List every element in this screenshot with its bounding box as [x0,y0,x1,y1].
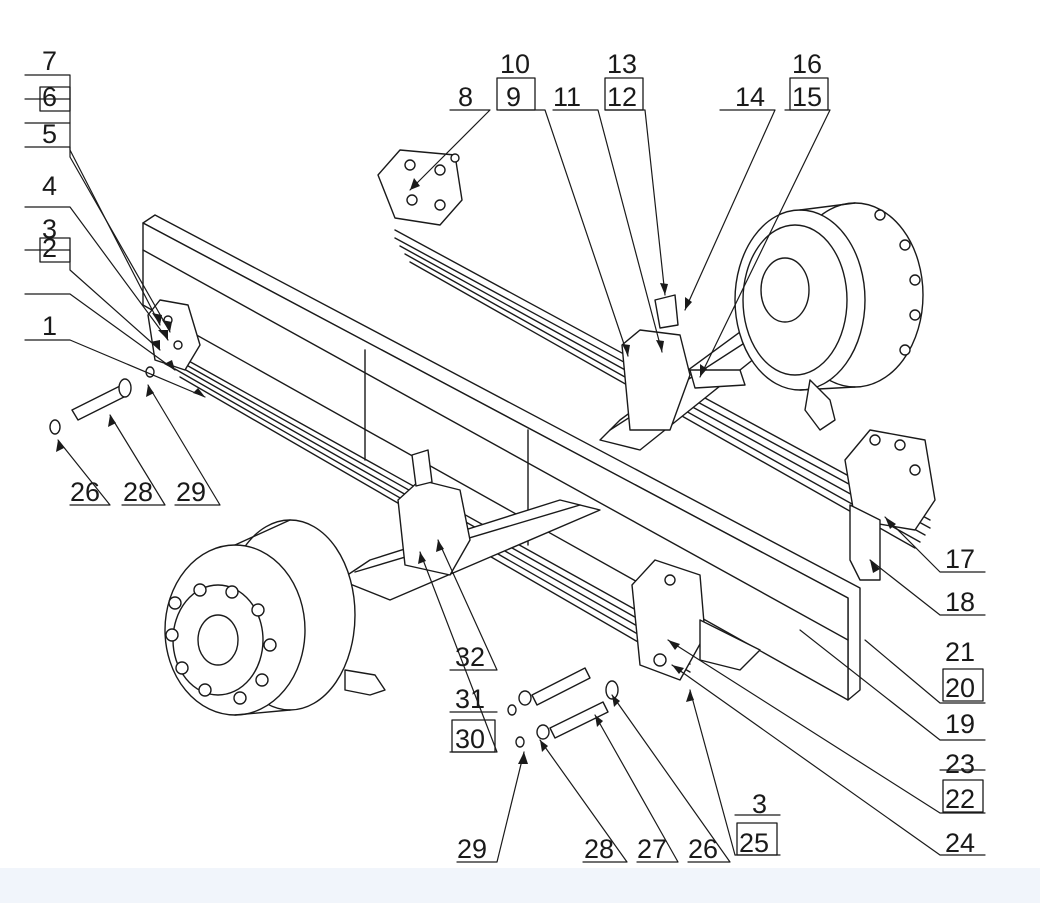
label-22: 22 [945,784,975,814]
label-15: 15 [792,82,822,112]
label-boxes [39,77,984,856]
callout-labels: 7 6 5 4 3 2 1 8 10 9 11 13 12 14 16 15 1… [42,46,975,864]
label-6: 6 [42,82,57,112]
rear-right-hanger [844,429,936,581]
label-7: 7 [42,46,57,76]
label-30: 30 [455,724,485,754]
label-29-left: 29 [176,477,206,507]
label-17: 17 [945,544,975,574]
label-31: 31 [455,684,485,714]
label-3-bottom: 3 [752,789,767,819]
label-12: 12 [607,82,637,112]
label-2: 2 [42,233,57,263]
label-18: 18 [945,587,975,617]
arrowheads [56,178,896,764]
label-28-left: 28 [123,477,153,507]
label-21: 21 [945,637,975,667]
label-20: 20 [945,673,975,703]
loose-fasteners-right [507,667,619,748]
rear-equalizer [621,294,746,431]
label-11: 11 [553,82,581,112]
label-25: 25 [739,828,769,858]
label-19: 19 [945,709,975,739]
label-32: 32 [455,642,485,672]
front-brake-drum [164,519,386,716]
label-5: 5 [42,119,57,149]
rear-brake-drum [734,202,924,431]
front-right-hanger [631,559,761,681]
rear-hanger-bracket [377,149,463,226]
label-13: 13 [607,49,637,79]
label-4: 4 [42,171,57,201]
label-3: 3 [42,214,57,244]
axle-assembly-drawing: 7 6 5 4 3 2 1 8 10 9 11 13 12 14 16 15 1… [24,46,986,864]
front-equalizer [397,449,471,576]
label-10: 10 [500,49,530,79]
label-26-left: 26 [70,477,100,507]
front-axle-beam [339,499,601,601]
label-23: 23 [945,749,975,779]
bottom-strip [0,868,1040,903]
label-27: 27 [637,834,667,864]
label-14: 14 [735,82,765,112]
label-24: 24 [945,828,975,858]
label-8: 8 [458,82,473,112]
label-28-bottom: 28 [584,834,614,864]
label-26-bottom: 26 [688,834,718,864]
label-9: 9 [506,82,521,112]
label-29-bottom: 29 [457,834,487,864]
label-1: 1 [42,311,57,341]
label-16: 16 [792,49,822,79]
loose-fasteners-left [49,366,155,435]
